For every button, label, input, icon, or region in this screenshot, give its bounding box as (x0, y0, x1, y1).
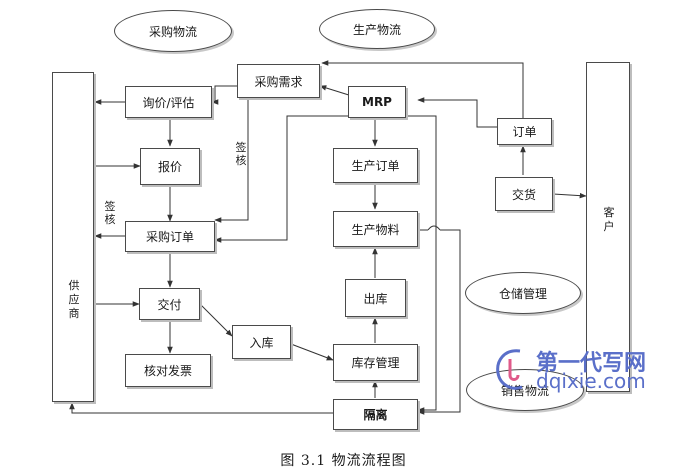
warehouse-management-ellipse: 仓储管理 (465, 272, 581, 314)
edge-demand-to-inquiry (211, 85, 237, 105)
production-order-box[interactable]: 生产订单 (333, 148, 418, 183)
quotation-box[interactable]: 报价 (140, 148, 200, 185)
procurement-logistics-ellipse: 采购物流 (114, 10, 232, 52)
edge-mrp-to-isolation (405, 115, 437, 413)
supplier-box[interactable]: 供应商 (52, 72, 94, 402)
customer-label: 客户 (603, 206, 615, 233)
purchase-order-box[interactable]: 采购订单 (125, 221, 215, 252)
edge-mrp-to-demand (319, 85, 353, 97)
edge-material-to-isolation (418, 229, 461, 412)
edge-isolation-to-supplier (69, 402, 333, 414)
watermark: 第一代写网 dqixie.com (490, 345, 680, 395)
production-material-box[interactable]: 生产物料 (333, 211, 418, 247)
figure-caption: 图 3.1 物流流程图 (280, 453, 407, 469)
order-box[interactable]: 订单 (497, 118, 552, 145)
watermark-cn-text: 第一代写网 (536, 351, 647, 376)
sign-off-label-lower: 签核 (104, 200, 116, 226)
outbound-box[interactable]: 出库 (345, 279, 406, 317)
edge-delivery-to-warehousing (199, 303, 233, 337)
production-logistics-ellipse: 生产物流 (319, 9, 435, 49)
customer-box[interactable]: 客户 (586, 62, 630, 392)
edge-order-to-mrp (417, 97, 497, 128)
inquiry-evaluation-box[interactable]: 询价/评估 (125, 86, 212, 118)
edge-mrp-to-order-left (214, 115, 352, 243)
edge-warehousing-to-inventory (290, 343, 334, 361)
inventory-management-box[interactable]: 库存管理 (333, 344, 418, 381)
delivery-right-box[interactable]: 交货 (495, 177, 553, 211)
line-crossing-hop (427, 225, 441, 231)
watermark-logo-icon (496, 349, 523, 390)
warehousing-in-box[interactable]: 入库 (232, 325, 291, 359)
delivery-left-box[interactable]: 交付 (139, 288, 200, 320)
invoice-check-box[interactable]: 核对发票 (125, 354, 211, 387)
isolation-box[interactable]: 隔离 (333, 399, 418, 430)
procurement-demand-box[interactable]: 采购需求 (237, 64, 320, 98)
sign-off-label-upper: 签核 (235, 141, 247, 167)
edge-demand-to-order (214, 100, 249, 223)
supplier-label: 供应商 (68, 279, 80, 320)
edge-order-to-demand (321, 60, 524, 118)
mrp-box[interactable]: MRP (348, 86, 406, 118)
edge-delivery-to-customer (552, 192, 587, 199)
watermark-en-text: dqixie.com (536, 369, 646, 393)
sales-logistics-ellipse: 销售物流 (466, 369, 584, 411)
